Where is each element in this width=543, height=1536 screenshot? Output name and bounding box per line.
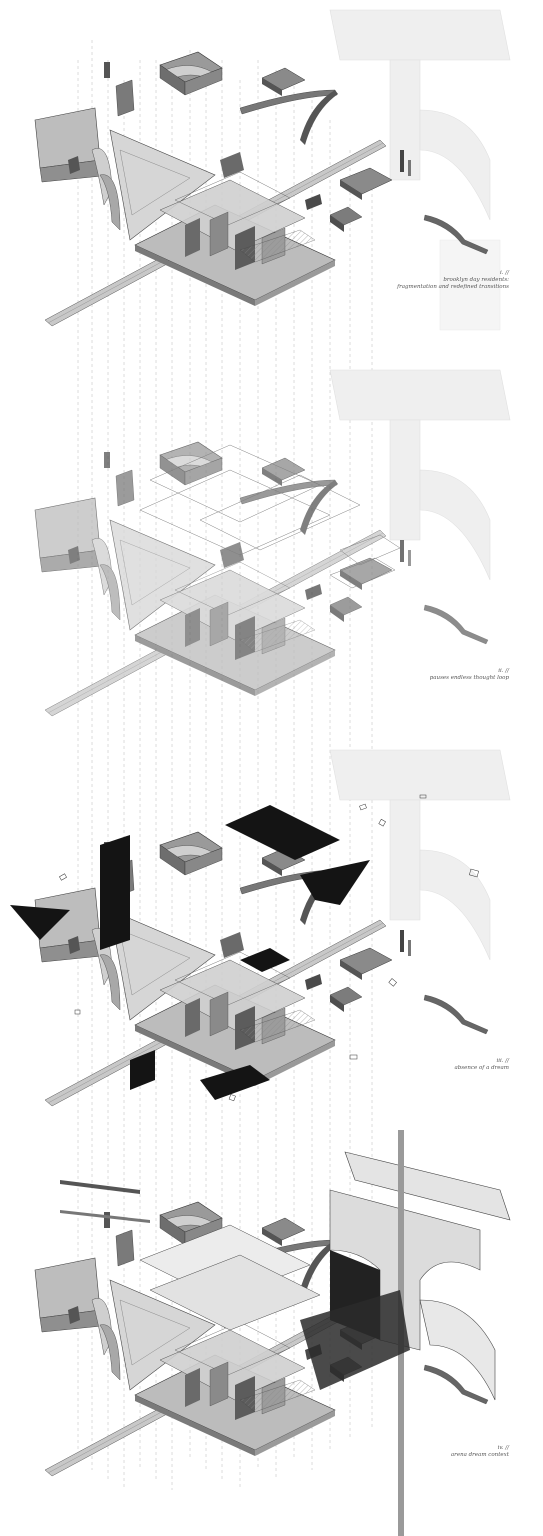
caption-panel-iv: iv. // arena dream context [451, 1445, 509, 1459]
ghost-ornament [329, 9, 511, 961]
caption-panel-iii-line-1: absence of a dream [454, 1065, 509, 1071]
caption-panel-iii-number: iii. // [496, 1058, 509, 1064]
caption-panel-iv-number: iv. // [497, 1445, 509, 1451]
caption-panel-iv-line-1: arena dream context [450, 1452, 509, 1458]
panel-iv-drawing [34, 1130, 511, 1536]
caption-panel-ii-number: ii. // [498, 668, 509, 674]
caption-panel-i-line-2: fragmentation and redefined transitions [397, 284, 509, 290]
caption-panel-i: i. // brooklyn day residents: fragmentat… [397, 270, 509, 291]
caption-panel-ii-line-1: pauses endless thought loop [429, 675, 509, 681]
caption-panel-iii: iii. // absence of a dream [454, 1058, 509, 1072]
caption-panel-i-number: i. // [500, 270, 509, 276]
panel-ii-drawing [34, 441, 489, 717]
panel-iii-drawing [10, 794, 489, 1107]
caption-panel-ii: ii. // pauses endless thought loop [430, 668, 509, 682]
caption-panel-i-line-1: brooklyn day residents: [443, 277, 509, 283]
